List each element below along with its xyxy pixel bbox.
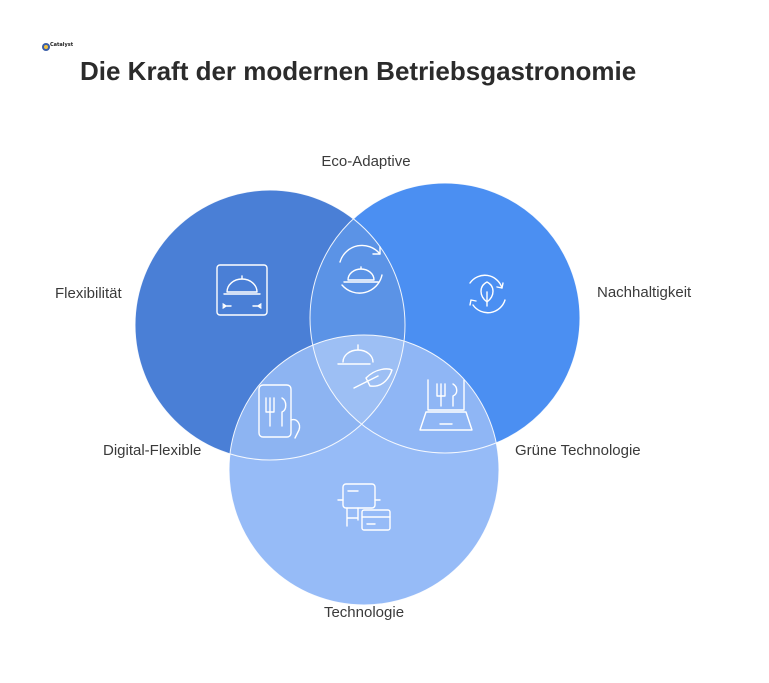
- recycle-leaf-icon: [469, 274, 506, 314]
- label-gruene-technologie: Grüne Technologie: [515, 442, 641, 459]
- laptop-cutlery-icon: [419, 379, 473, 431]
- food-cloche-arrows-icon: [216, 264, 268, 316]
- logo-text: Catalyst: [50, 42, 74, 48]
- catalyst-logo: [40, 40, 70, 52]
- label-flexibilitaet: Flexibilität: [55, 285, 123, 302]
- page-title: Die Kraft der modernen Betriebsgastronom…: [80, 56, 637, 86]
- cloche-leaf-icon: [337, 344, 393, 389]
- phone-cutlery-icon: [258, 384, 301, 439]
- label-eco-adaptive: Eco-Adaptive: [321, 153, 410, 170]
- overlap-gruene-technologie: [310, 335, 499, 453]
- cloche-cycle-icon: [339, 244, 383, 294]
- overlap-digital-flexible: [229, 335, 405, 460]
- kiosk-card-icon: [337, 483, 391, 531]
- label-digital-flexible: Digital-Flexible: [103, 442, 201, 459]
- label-nachhaltigkeit: Nachhaltigkeit: [597, 284, 692, 301]
- label-technologie: Technologie: [324, 604, 404, 621]
